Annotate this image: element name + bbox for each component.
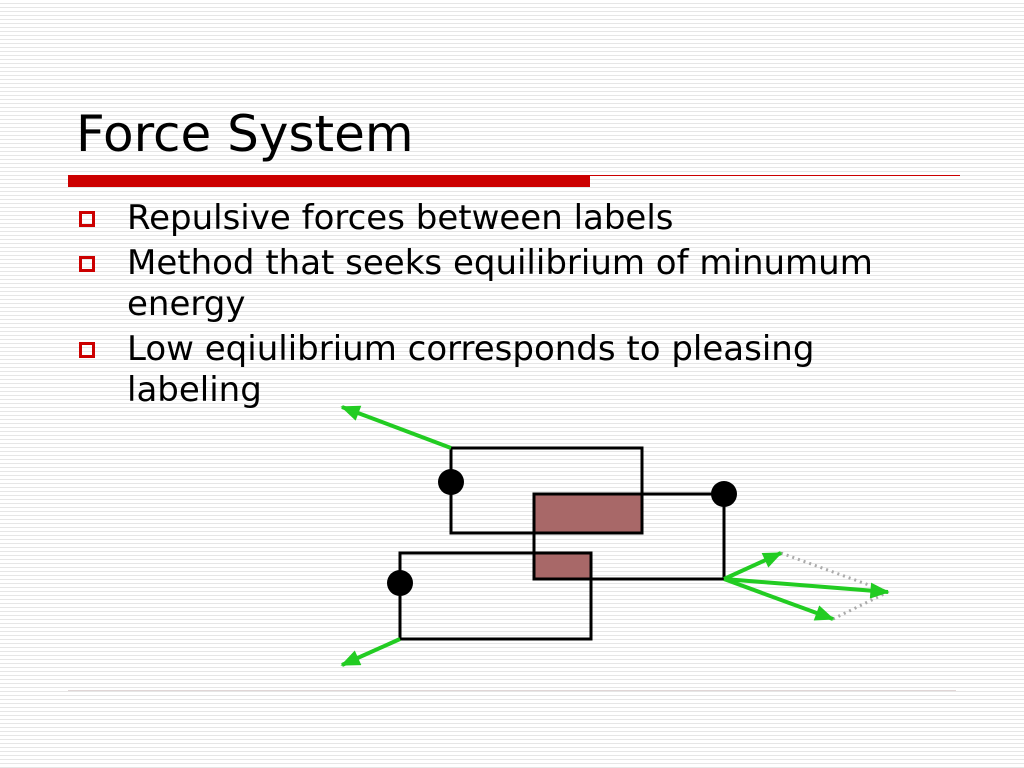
resultant-construction-lines (780, 551, 889, 621)
resultant-force-arrow (723, 577, 890, 599)
force-arrow (340, 405, 452, 450)
bullet-item: Low eqiulibrium corresponds to pleasing … (76, 329, 956, 411)
anchor-point (438, 469, 464, 495)
bullet-text: Low eqiulibrium corresponds to pleasing … (127, 329, 815, 410)
title-underline-thin (590, 175, 960, 176)
bullet-list: Repulsive forces between labels Method t… (76, 198, 956, 415)
overlap-region (534, 494, 642, 533)
bullet-text: Repulsive forces between labels (127, 198, 674, 238)
slide-title: Force System (76, 105, 414, 163)
square-bullet-icon (79, 256, 95, 272)
overlap-region (534, 553, 591, 579)
force-arrow (723, 551, 783, 581)
bullet-text: Method that seeks equilibrium of minumum… (127, 243, 873, 324)
square-bullet-icon (79, 342, 95, 358)
label-box (532, 492, 726, 581)
title-underline-thick (68, 175, 590, 187)
anchor-point (387, 570, 413, 596)
bullet-item: Method that seeks equilibrium of minumum… (76, 243, 956, 325)
square-bullet-icon (79, 211, 95, 227)
overlap-regions (534, 494, 642, 579)
anchor-points (387, 469, 737, 596)
bullet-item: Repulsive forces between labels (76, 198, 956, 239)
anchor-point (711, 481, 737, 507)
force-arrows (340, 405, 890, 667)
force-arrow (723, 577, 835, 621)
force-arrow (340, 637, 401, 667)
construction-line (780, 551, 889, 594)
footer-divider (68, 690, 956, 691)
construction-line (832, 590, 889, 621)
